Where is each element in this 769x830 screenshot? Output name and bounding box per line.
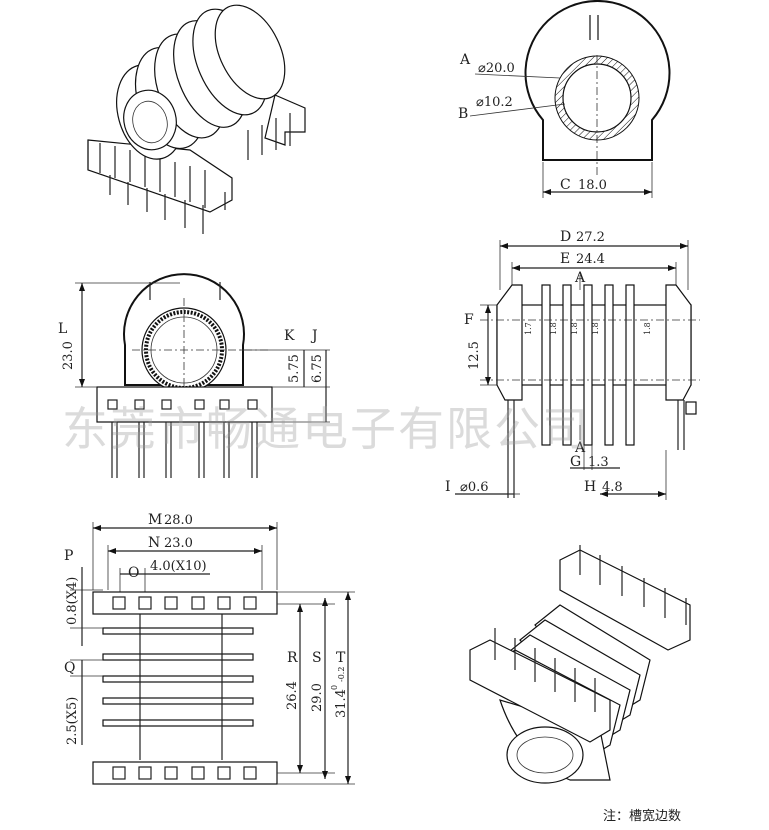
dim-letter-j: J xyxy=(310,328,318,344)
dim-d-value: 27.2 xyxy=(576,230,605,245)
dim-a-value: ⌀20.0 xyxy=(478,61,515,76)
dim-letter-k: K xyxy=(284,328,295,344)
dim-l-value: 23.0 xyxy=(61,341,76,370)
dim-e-value: 24.4 xyxy=(576,252,605,267)
isometric-view-bottom xyxy=(469,545,691,784)
dim-h-value: 4.8 xyxy=(602,480,623,495)
dim-o-value: 4.0(X10) xyxy=(150,559,207,574)
dim-letter-r: R xyxy=(287,650,298,666)
footnote: 注：槽宽边数 xyxy=(603,808,681,824)
dim-letter-b: B xyxy=(458,106,468,122)
dim-letter-l: L xyxy=(58,321,67,337)
dim-letter-s: S xyxy=(312,650,322,666)
section-view-middle xyxy=(455,240,700,500)
slot-label-1: 1.7 xyxy=(524,322,533,335)
dim-f-value: 12.5 xyxy=(467,341,482,370)
dim-p-value: 0.8(X4) xyxy=(65,577,80,625)
section-mark-bottom: A xyxy=(574,440,586,456)
dim-letter-m: M xyxy=(148,512,162,528)
dim-letter-c: C xyxy=(560,177,571,193)
dim-letter-d: D xyxy=(560,229,571,245)
dim-letter-a: A xyxy=(459,52,471,68)
bottom-view xyxy=(70,522,355,785)
dim-letter-q: Q xyxy=(64,660,75,676)
isometric-view-top xyxy=(87,4,306,234)
dim-letter-o: O xyxy=(128,565,139,581)
slot-label-5: 1.8 xyxy=(643,322,652,335)
dim-i-value: ⌀0.6 xyxy=(460,480,489,495)
dim-t-tol-lower: -0.2 xyxy=(337,667,346,682)
dim-letter-e: E xyxy=(560,251,570,267)
company-watermark: 东莞市畅通电子有限公司 xyxy=(62,402,590,456)
dim-letter-i: I xyxy=(445,479,451,495)
dim-n-value: 23.0 xyxy=(164,536,193,551)
dim-letter-g: G xyxy=(570,454,581,470)
dim-r-value: 26.4 xyxy=(285,681,300,710)
dim-j-value: 6.75 xyxy=(310,354,325,383)
dim-b-value: ⌀10.2 xyxy=(476,95,513,110)
dim-letter-t: T xyxy=(336,650,346,666)
slot-label-3: 1.8 xyxy=(570,322,579,335)
dim-letter-f: F xyxy=(464,312,474,328)
dim-s-value: 29.0 xyxy=(310,683,325,712)
dim-t-tol-upper: 0 xyxy=(330,685,339,690)
dim-c-value: 18.0 xyxy=(578,178,607,193)
dim-letter-p: P xyxy=(64,548,73,564)
dim-k-value: 5.75 xyxy=(287,354,302,383)
slot-label-2: 1.8 xyxy=(549,322,558,335)
slot-label-4: 1.8 xyxy=(591,322,600,335)
dim-q-value: 2.5(X5) xyxy=(65,697,80,745)
dim-m-value: 28.0 xyxy=(164,513,193,528)
dim-letter-n: N xyxy=(148,535,160,551)
dim-t-value: 31.4 xyxy=(334,689,349,718)
dim-g-value: 1.3 xyxy=(588,455,609,470)
section-mark-top: A xyxy=(574,270,586,286)
front-view-top xyxy=(469,0,671,198)
side-view-middle xyxy=(75,273,330,478)
dim-letter-h: H xyxy=(584,479,596,495)
